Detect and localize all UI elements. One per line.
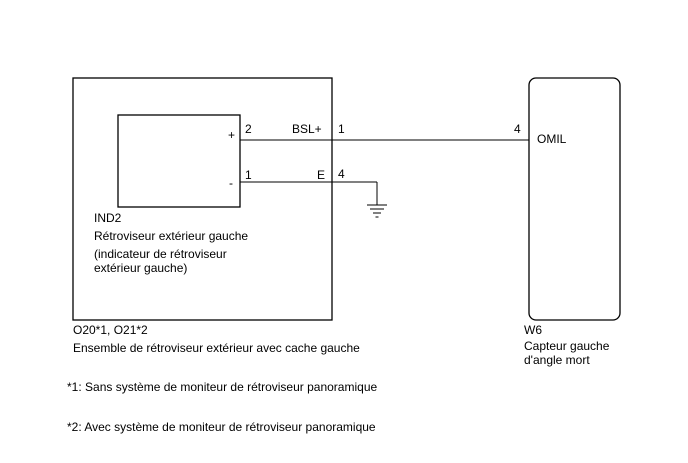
assembly-name: Ensemble de rétroviseur extérieur avec c… [73,341,360,355]
ground-assembly-pin: 4 [338,167,345,181]
indicator-note-line1: (indicateur de rétroviseur [94,247,227,261]
footnote-2: *2: Avec système de moniteur de rétrovis… [67,420,376,434]
indicator-box [117,114,241,208]
bsl-assembly-pin: 1 [338,122,345,136]
sensor-box [528,77,621,321]
bsl-signal-label: BSL+ [292,122,322,136]
ground-signal-label: E [317,168,325,182]
minus-symbol: - [229,176,233,190]
indicator-note-line2: extérieur gauche) [94,261,187,275]
sensor-connector-code: W6 [524,323,542,337]
ground-ind-pin: 1 [245,168,252,182]
sensor-pin: 4 [514,122,521,136]
ground-icon [367,204,387,218]
footnote-1: *1: Sans système de moniteur de rétrovis… [67,380,377,394]
sensor-terminal-label: OMIL [537,132,567,146]
bsl-ind-pin: 2 [245,122,252,136]
plus-symbol: + [228,128,235,142]
sensor-name-line2: d'angle mort [524,353,590,367]
assembly-connector-codes: O20*1, O21*2 [73,323,148,337]
sensor-name-line1: Capteur gauche [524,339,610,353]
indicator-code: IND2 [94,211,122,225]
indicator-name: Rétroviseur extérieur gauche [94,229,248,243]
